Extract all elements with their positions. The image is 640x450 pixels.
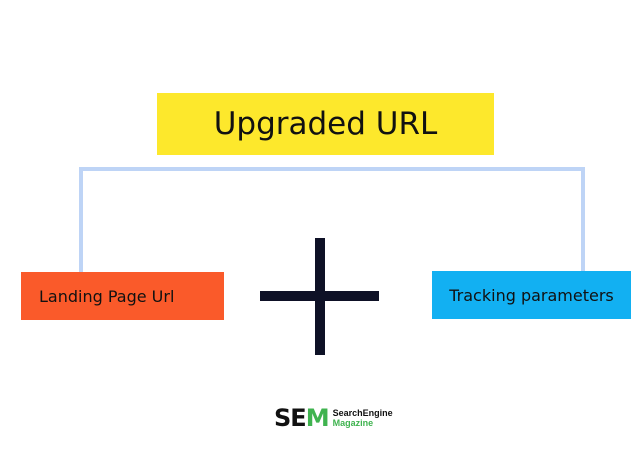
- sem-logo-mark: SEM: [274, 404, 330, 432]
- connector-line-right: [581, 167, 585, 272]
- logo-letter-s: S: [274, 404, 291, 432]
- landing-page-url-box: Landing Page Url: [21, 272, 224, 320]
- upgraded-url-label: Upgraded URL: [213, 106, 438, 142]
- landing-page-url-label: Landing Page Url: [39, 286, 175, 306]
- upgraded-url-box: Upgraded URL: [157, 93, 494, 155]
- tracking-parameters-box: Tracking parameters: [432, 271, 631, 319]
- connector-line-left: [79, 167, 83, 273]
- tracking-parameters-label: Tracking parameters: [449, 285, 614, 305]
- logo-wordmark: SearchEngine Magazine: [333, 408, 393, 428]
- plus-icon-vertical-bar: [315, 238, 325, 355]
- logo-line-searchengine: SearchEngine: [332, 408, 393, 418]
- logo-line-magazine: Magazine: [332, 418, 374, 428]
- search-engine-magazine-logo: SEM SearchEngine Magazine: [274, 403, 393, 433]
- logo-letter-m: M: [305, 404, 330, 432]
- connector-line-top: [79, 167, 585, 171]
- logo-letter-e: E: [290, 404, 306, 432]
